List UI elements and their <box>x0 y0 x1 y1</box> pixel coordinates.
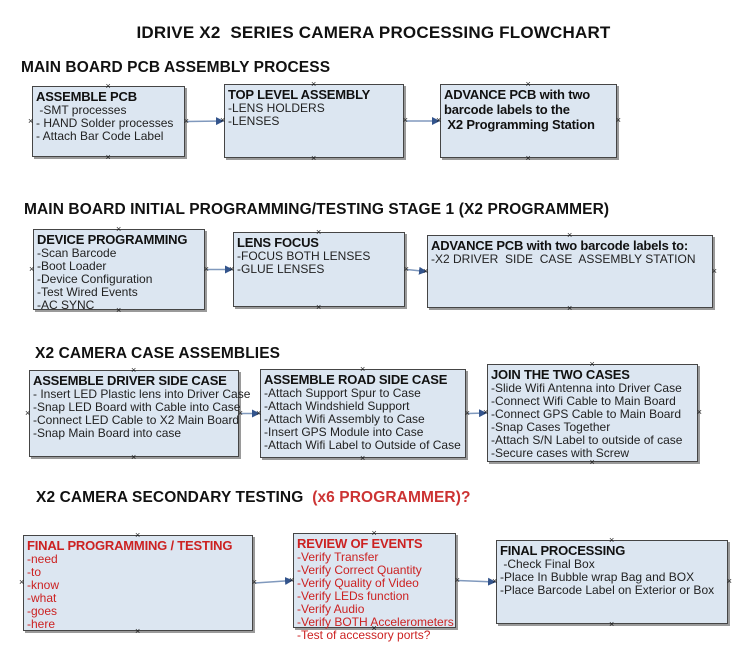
flow-box-item: -Attach Wifi Label to Outside of Case <box>264 438 461 452</box>
flow-box-top-level-assembly: TOP LEVEL ASSEMBLY-LENS HOLDERS-LENSES××… <box>220 80 408 163</box>
flow-box-item: -here <box>27 617 56 631</box>
flow-box-title: REVIEW OF EVENTS <box>297 536 423 551</box>
flow-box-title: DEVICE PROGRAMMING <box>37 232 188 247</box>
flow-box-item: -X2 DRIVER SIDE CASE ASSEMBLY STATION <box>431 252 696 266</box>
flow-box-assemble-driver-side-case: ASSEMBLE DRIVER SIDE CASE- Insert LED Pl… <box>25 366 251 462</box>
flow-box-item: -Attach S/N Label to outside of case <box>491 433 683 447</box>
flow-box-item: -know <box>27 578 60 592</box>
flow-box-item: -Verify Quality of Video <box>297 576 419 590</box>
flow-box-item: -Test of accessory ports? <box>297 628 431 642</box>
flow-box-title: ASSEMBLE DRIVER SIDE CASE <box>33 373 227 388</box>
flow-box-title: FINAL PROGRAMMING / TESTING <box>27 538 233 553</box>
flow-box-item: -Snap Cases Together <box>491 420 611 434</box>
flow-box-title: ASSEMBLE ROAD SIDE CASE <box>264 372 448 387</box>
flow-box-item: -Connect GPS Cable to Main Board <box>491 407 682 421</box>
flow-box-item: -Check Final Box <box>500 557 595 571</box>
flow-box-item: -need <box>27 552 58 566</box>
flow-box-item: -Verify Transfer <box>297 550 379 564</box>
flow-box-title: TOP LEVEL ASSEMBLY <box>228 87 371 102</box>
section-heading-4: X2 CAMERA SECONDARY TESTING (x6 PROGRAMM… <box>36 489 471 507</box>
flow-box-assemble-road-side-case: ASSEMBLE ROAD SIDE CASE-Attach Support S… <box>256 365 470 463</box>
flow-box-advance-pcb-with-two-barcode-labels-to: ADVANCE PCB with two barcode labels to:-… <box>423 231 717 313</box>
section-heading-text: X2 CAMERA SECONDARY TESTING <box>36 489 304 506</box>
flow-box-item: -LENSES <box>228 114 280 128</box>
flow-box-review-of-events: REVIEW OF EVENTS-Verify Transfer-Verify … <box>289 529 460 642</box>
section-heading-text: X2 CAMERA CASE ASSEMBLIES <box>35 345 281 362</box>
flow-connector <box>457 577 496 586</box>
section-heading-text: MAIN BOARD INITIAL PROGRAMMING/TESTING S… <box>24 201 610 218</box>
flow-box-title: ASSEMBLE PCB <box>36 89 137 104</box>
flow-box-advance-pcb-with-two: ADVANCE PCB with two barcode labels to t… <box>436 80 621 163</box>
section-heading-red-text: (x6 PROGRAMMER)? <box>303 489 471 506</box>
flow-box-item: -Verify Audio <box>297 602 365 616</box>
flow-box-item: -Attach Windshield Support <box>264 399 410 413</box>
flow-box-item: -Test Wired Events <box>37 285 138 299</box>
flow-box-item: -Place In Bubble wrap Bag and BOX <box>500 570 695 584</box>
flow-box-item: -GLUE LENSES <box>237 262 325 276</box>
section-heading-text: MAIN BOARD PCB ASSEMBLY PROCESS <box>21 59 331 76</box>
flow-box-title: LENS FOCUS <box>237 235 319 250</box>
flow-box-lens-focus: LENS FOCUS-FOCUS BOTH LENSES-GLUE LENSES… <box>229 228 409 312</box>
flow-box-title: FINAL PROCESSING <box>500 543 626 558</box>
flow-box-item: -Scan Barcode <box>37 246 117 260</box>
flow-box-item: -AC SYNC <box>37 298 95 312</box>
section-heading-1: MAIN BOARD PCB ASSEMBLY PROCESS <box>21 59 330 77</box>
flow-box-item: -Boot Loader <box>37 259 107 273</box>
flow-box-item: -Snap LED Board with Cable into Case <box>33 400 241 414</box>
section-heading-2: MAIN BOARD INITIAL PROGRAMMING/TESTING S… <box>24 201 609 219</box>
flowchart-title: IDRIVE X2 SERIES CAMERA PROCESSING FLOWC… <box>136 23 611 42</box>
flow-connector <box>406 266 427 275</box>
flow-box-item: -Attach Support Spur to Case <box>264 386 421 400</box>
flow-box-item: -goes <box>27 604 58 618</box>
flow-box-item: -Place Barcode Label on Exterior or Box <box>500 583 715 597</box>
flow-connector <box>467 409 487 418</box>
flow-box-title: ADVANCE PCB with two barcode labels to: <box>431 238 689 253</box>
flow-box-item: -Verify Correct Quantity <box>297 563 422 577</box>
flow-box-item: -Attach Wifi Assembly to Case <box>264 412 425 426</box>
flow-box-item: -Verify LEDs function <box>297 589 410 603</box>
flow-box-item: -Verify BOTH Accelerometers <box>297 615 454 629</box>
flow-box-item: -to <box>27 565 42 579</box>
flow-box-item: -what <box>27 591 57 605</box>
flow-box-item: -FOCUS BOTH LENSES <box>237 249 371 263</box>
flow-box-item: -Connect Wifi Cable to Main Board <box>491 394 676 408</box>
flow-box-final-programming-testing: FINAL PROGRAMMING / TESTING-need-to-know… <box>19 531 257 636</box>
flow-box-item: - Attach Bar Code Label <box>36 129 164 143</box>
flow-box-title: JOIN THE TWO CASES <box>491 367 630 382</box>
flow-box-final-processing: FINAL PROCESSING -Check Final Box-Place … <box>492 536 732 629</box>
flow-box-item: -Insert GPS Module into Case <box>264 425 424 439</box>
flow-box-item: -Slide Wifi Antenna into Driver Case <box>491 381 682 395</box>
flow-box-item: -SMT processes <box>36 103 127 117</box>
flow-box-assemble-pcb: ASSEMBLE PCB -SMT processes- HAND Solder… <box>28 82 189 162</box>
flow-box-item: -Device Configuration <box>37 272 153 286</box>
section-heading-3: X2 CAMERA CASE ASSEMBLIES <box>35 345 280 363</box>
flow-connector <box>254 576 293 585</box>
flow-box-title: ADVANCE PCB with two barcode labels to t… <box>444 87 595 132</box>
flow-box-item: - Insert LED Plastic lens into Driver Ca… <box>33 387 251 401</box>
flow-box-item: -LENS HOLDERS <box>228 101 325 115</box>
flow-connector <box>186 117 224 126</box>
flow-box-device-programming: DEVICE PROGRAMMING-Scan Barcode-Boot Loa… <box>29 225 209 315</box>
flow-box-item: -Connect LED Cable to X2 Main Board <box>33 413 240 427</box>
flow-box-item: - HAND Solder processes <box>36 116 174 130</box>
flow-box-item: -Snap Main Board into case <box>33 426 182 440</box>
flow-box-join-the-two-cases: JOIN THE TWO CASES-Slide Wifi Antenna in… <box>483 360 702 467</box>
flow-box-item: -Secure cases with Screw <box>491 446 630 460</box>
